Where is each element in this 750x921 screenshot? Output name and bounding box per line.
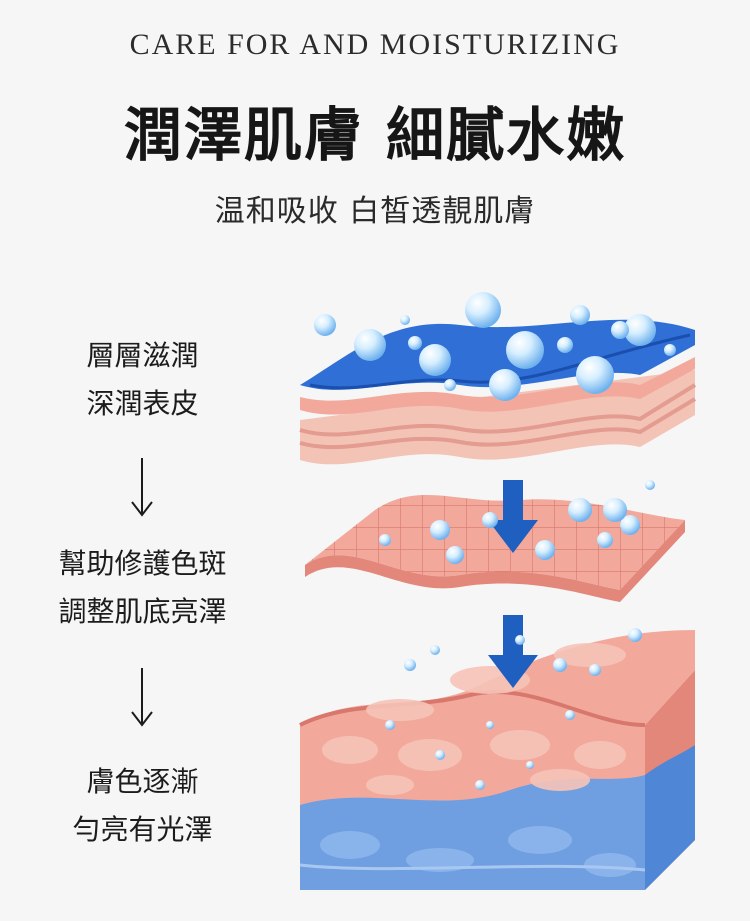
step-3-line-1: 膚色逐漸 bbox=[86, 765, 199, 798]
dermis-block bbox=[299, 630, 695, 890]
step-2-line-1: 幫助修護色斑 bbox=[58, 547, 227, 580]
step-3-line-2: 勻亮有光澤 bbox=[72, 813, 213, 846]
eyebrow-text: CARE FOR AND MOISTURIZING bbox=[129, 28, 621, 61]
step-1: 層層滋潤 深潤表皮 bbox=[20, 332, 265, 428]
step-3: 膚色逐漸 勻亮有光澤 bbox=[20, 758, 265, 854]
epidermis-mesh-layer bbox=[305, 494, 685, 602]
page-subtitle: 温和吸收 白皙透靚肌膚 bbox=[214, 194, 536, 229]
step-1-line-1: 層層滋潤 bbox=[86, 339, 199, 372]
down-arrow-icon bbox=[131, 668, 153, 727]
step-1-line-2: 深潤表皮 bbox=[86, 387, 199, 420]
step-2: 幫助修護色斑 調整肌底亮澤 bbox=[20, 540, 265, 636]
skin-layers-illustration bbox=[299, 292, 697, 890]
step-2-line-2: 調整肌底亮澤 bbox=[58, 595, 227, 628]
page-title: 潤澤肌膚 細膩水嫩 bbox=[123, 101, 627, 169]
water-bubbles bbox=[314, 292, 676, 790]
blue-down-arrow-icon bbox=[488, 480, 538, 688]
down-arrow-icon bbox=[131, 458, 153, 517]
